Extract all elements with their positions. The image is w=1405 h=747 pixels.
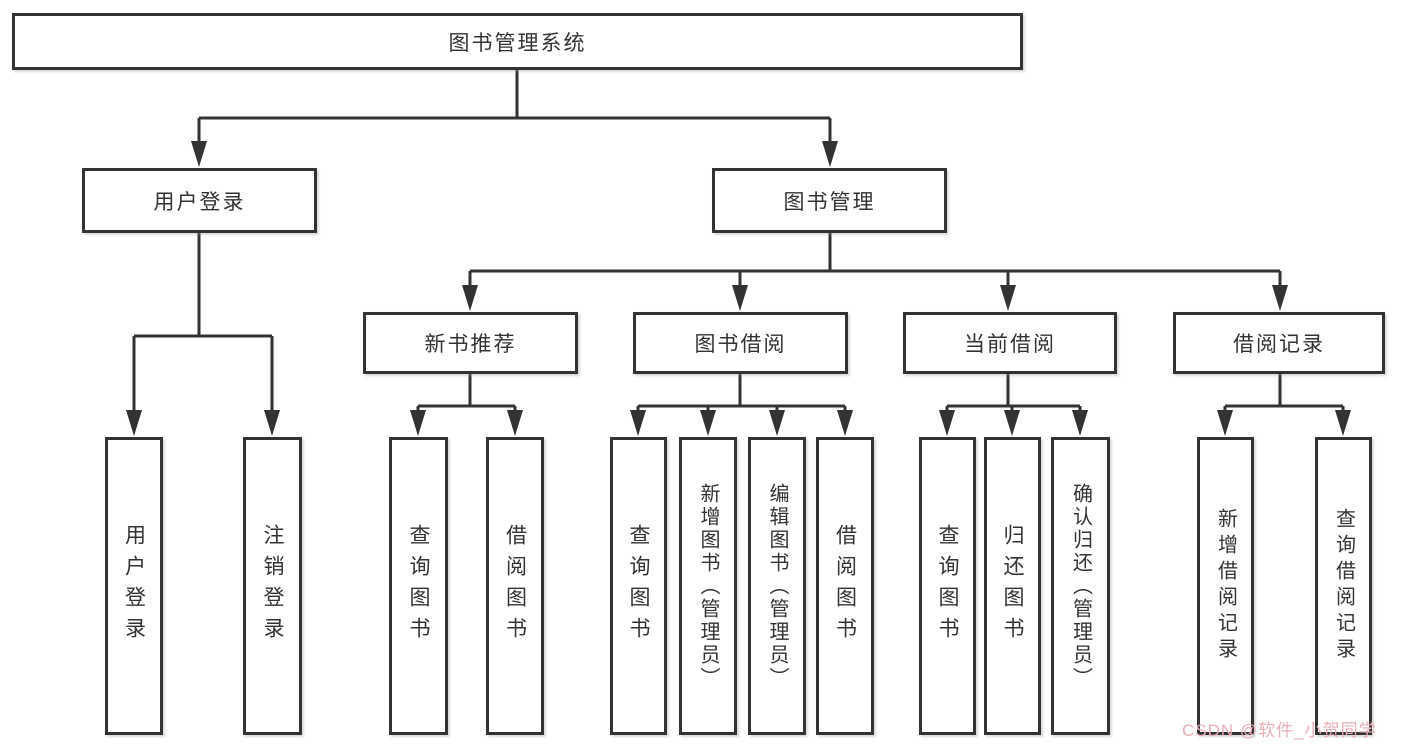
connector-root-to-level1 bbox=[197, 70, 832, 143]
leaf-borrow-book-1: 借阅图书 bbox=[486, 437, 544, 735]
node-user-login-label: 用户登录 bbox=[153, 190, 246, 214]
arrowhead-leaf-borrow-book-2 bbox=[837, 410, 853, 436]
node-current-borrow: 当前借阅 bbox=[903, 312, 1117, 374]
arrowhead-new-book-rec bbox=[462, 285, 478, 311]
arrowhead-leaf-logout bbox=[264, 410, 280, 436]
leaf-return-book-label: 归还图书 bbox=[1001, 524, 1024, 648]
leaf-confirm-return-label: 确认归还（管理员） bbox=[1069, 482, 1092, 690]
leaf-add-record: 新增借阅记录 bbox=[1197, 437, 1254, 735]
leaf-borrow-book-2-label: 借阅图书 bbox=[833, 524, 857, 648]
arrowhead-borrow-records bbox=[1272, 285, 1288, 311]
arrowhead-book-mgmt bbox=[822, 141, 838, 167]
node-root-label: 图书管理系统 bbox=[448, 31, 587, 55]
node-book-borrow-label: 图书借阅 bbox=[694, 333, 787, 356]
connector-user-login-children bbox=[132, 233, 274, 412]
leaf-query-record: 查询借阅记录 bbox=[1315, 437, 1372, 735]
leaf-add-book: 新增图书（管理员） bbox=[679, 437, 737, 735]
arrowhead-leaf-query-book-2 bbox=[630, 410, 646, 436]
arrowhead-leaf-add-record bbox=[1217, 410, 1233, 436]
connector-new-book-rec-children bbox=[416, 374, 517, 412]
leaf-user-login-label: 用户登录 bbox=[122, 524, 146, 648]
arrowhead-leaf-user-login bbox=[126, 410, 142, 436]
leaf-borrow-book-2: 借阅图书 bbox=[816, 437, 874, 735]
arrowhead-user-login bbox=[191, 141, 207, 167]
leaf-query-book-2-label: 查询图书 bbox=[627, 524, 650, 648]
arrowhead-current-borrow bbox=[1000, 285, 1016, 311]
arrowhead-leaf-confirm-return bbox=[1072, 410, 1088, 436]
arrowhead-leaf-borrow-book-1 bbox=[507, 410, 523, 436]
leaf-logout: 注销登录 bbox=[243, 437, 302, 735]
csdn-watermark: CSDN @软件_小贺同学 bbox=[1182, 721, 1377, 740]
leaf-edit-book: 编辑图书（管理员） bbox=[748, 437, 806, 735]
leaf-return-book: 归还图书 bbox=[984, 437, 1041, 735]
leaf-logout-label: 注销登录 bbox=[261, 524, 284, 648]
leaf-query-book-1-label: 查询图书 bbox=[407, 524, 430, 648]
leaf-edit-book-label: 编辑图书（管理员） bbox=[766, 482, 788, 690]
node-new-book-rec: 新书推荐 bbox=[363, 312, 578, 374]
arrowhead-leaf-return-book bbox=[1004, 410, 1020, 436]
node-borrow-records: 借阅记录 bbox=[1173, 312, 1385, 374]
arrowhead-leaf-add-book bbox=[700, 410, 716, 436]
arrowhead-leaf-query-book-3 bbox=[939, 410, 955, 436]
node-current-borrow-label: 当前借阅 bbox=[964, 333, 1056, 356]
node-book-borrow: 图书借阅 bbox=[633, 312, 848, 374]
arrowhead-leaf-query-record bbox=[1335, 410, 1351, 436]
leaf-add-book-label: 新增图书（管理员） bbox=[697, 482, 719, 690]
leaf-query-record-label: 查询借阅记录 bbox=[1332, 508, 1355, 664]
node-user-login: 用户登录 bbox=[82, 168, 317, 233]
connector-book-mgmt-children bbox=[468, 233, 1282, 286]
node-book-mgmt: 图书管理 bbox=[712, 168, 947, 233]
node-book-mgmt-label: 图书管理 bbox=[783, 190, 876, 214]
arrowhead-leaf-edit-book bbox=[769, 410, 785, 436]
node-new-book-rec-label: 新书推荐 bbox=[424, 333, 517, 356]
connector-book-borrow-children bbox=[636, 374, 847, 412]
node-borrow-records-label: 借阅记录 bbox=[1233, 333, 1325, 356]
leaf-query-book-2: 查询图书 bbox=[610, 437, 667, 735]
leaf-borrow-book-1-label: 借阅图书 bbox=[503, 524, 527, 648]
node-root: 图书管理系统 bbox=[12, 13, 1023, 70]
leaf-user-login: 用户登录 bbox=[105, 437, 163, 735]
arrowhead-book-borrow bbox=[732, 285, 748, 311]
connector-current-borrow-children bbox=[945, 374, 1082, 412]
arrowhead-leaf-query-book-1 bbox=[410, 410, 426, 436]
leaf-query-book-3-label: 查询图书 bbox=[936, 524, 959, 648]
connector-borrow-records-children bbox=[1223, 374, 1345, 412]
leaf-confirm-return: 确认归还（管理员） bbox=[1051, 437, 1110, 735]
leaf-add-record-label: 新增借阅记录 bbox=[1214, 508, 1237, 664]
leaf-query-book-1: 查询图书 bbox=[389, 437, 448, 735]
leaf-query-book-3: 查询图书 bbox=[919, 437, 976, 735]
